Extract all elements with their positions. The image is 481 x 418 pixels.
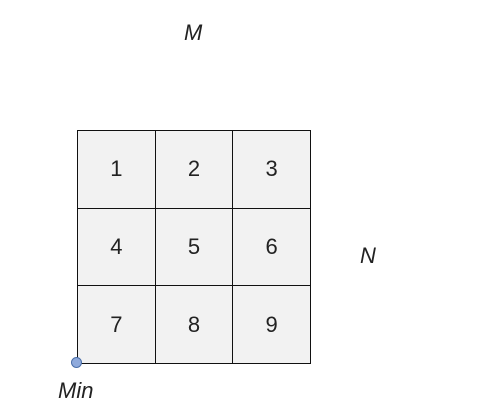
number-grid: 1 2 3 4 5 6 7 8 9 — [77, 130, 311, 364]
label-min: Min — [58, 378, 94, 403]
grid-cell-9: 9 — [233, 286, 311, 364]
grid-cell-6: 6 — [233, 208, 311, 287]
grid-cell-7: 7 — [78, 286, 156, 364]
grid-cell-8: 8 — [155, 286, 234, 364]
min-point — [71, 357, 82, 368]
grid-cell-2: 2 — [155, 131, 234, 209]
label-n: N — [360, 243, 376, 268]
grid-cell-3: 3 — [233, 131, 311, 209]
grid-cell-4: 4 — [78, 208, 156, 287]
grid-cell-1: 1 — [78, 131, 156, 209]
grid-cell-5: 5 — [155, 208, 234, 287]
label-m: M — [184, 20, 203, 45]
